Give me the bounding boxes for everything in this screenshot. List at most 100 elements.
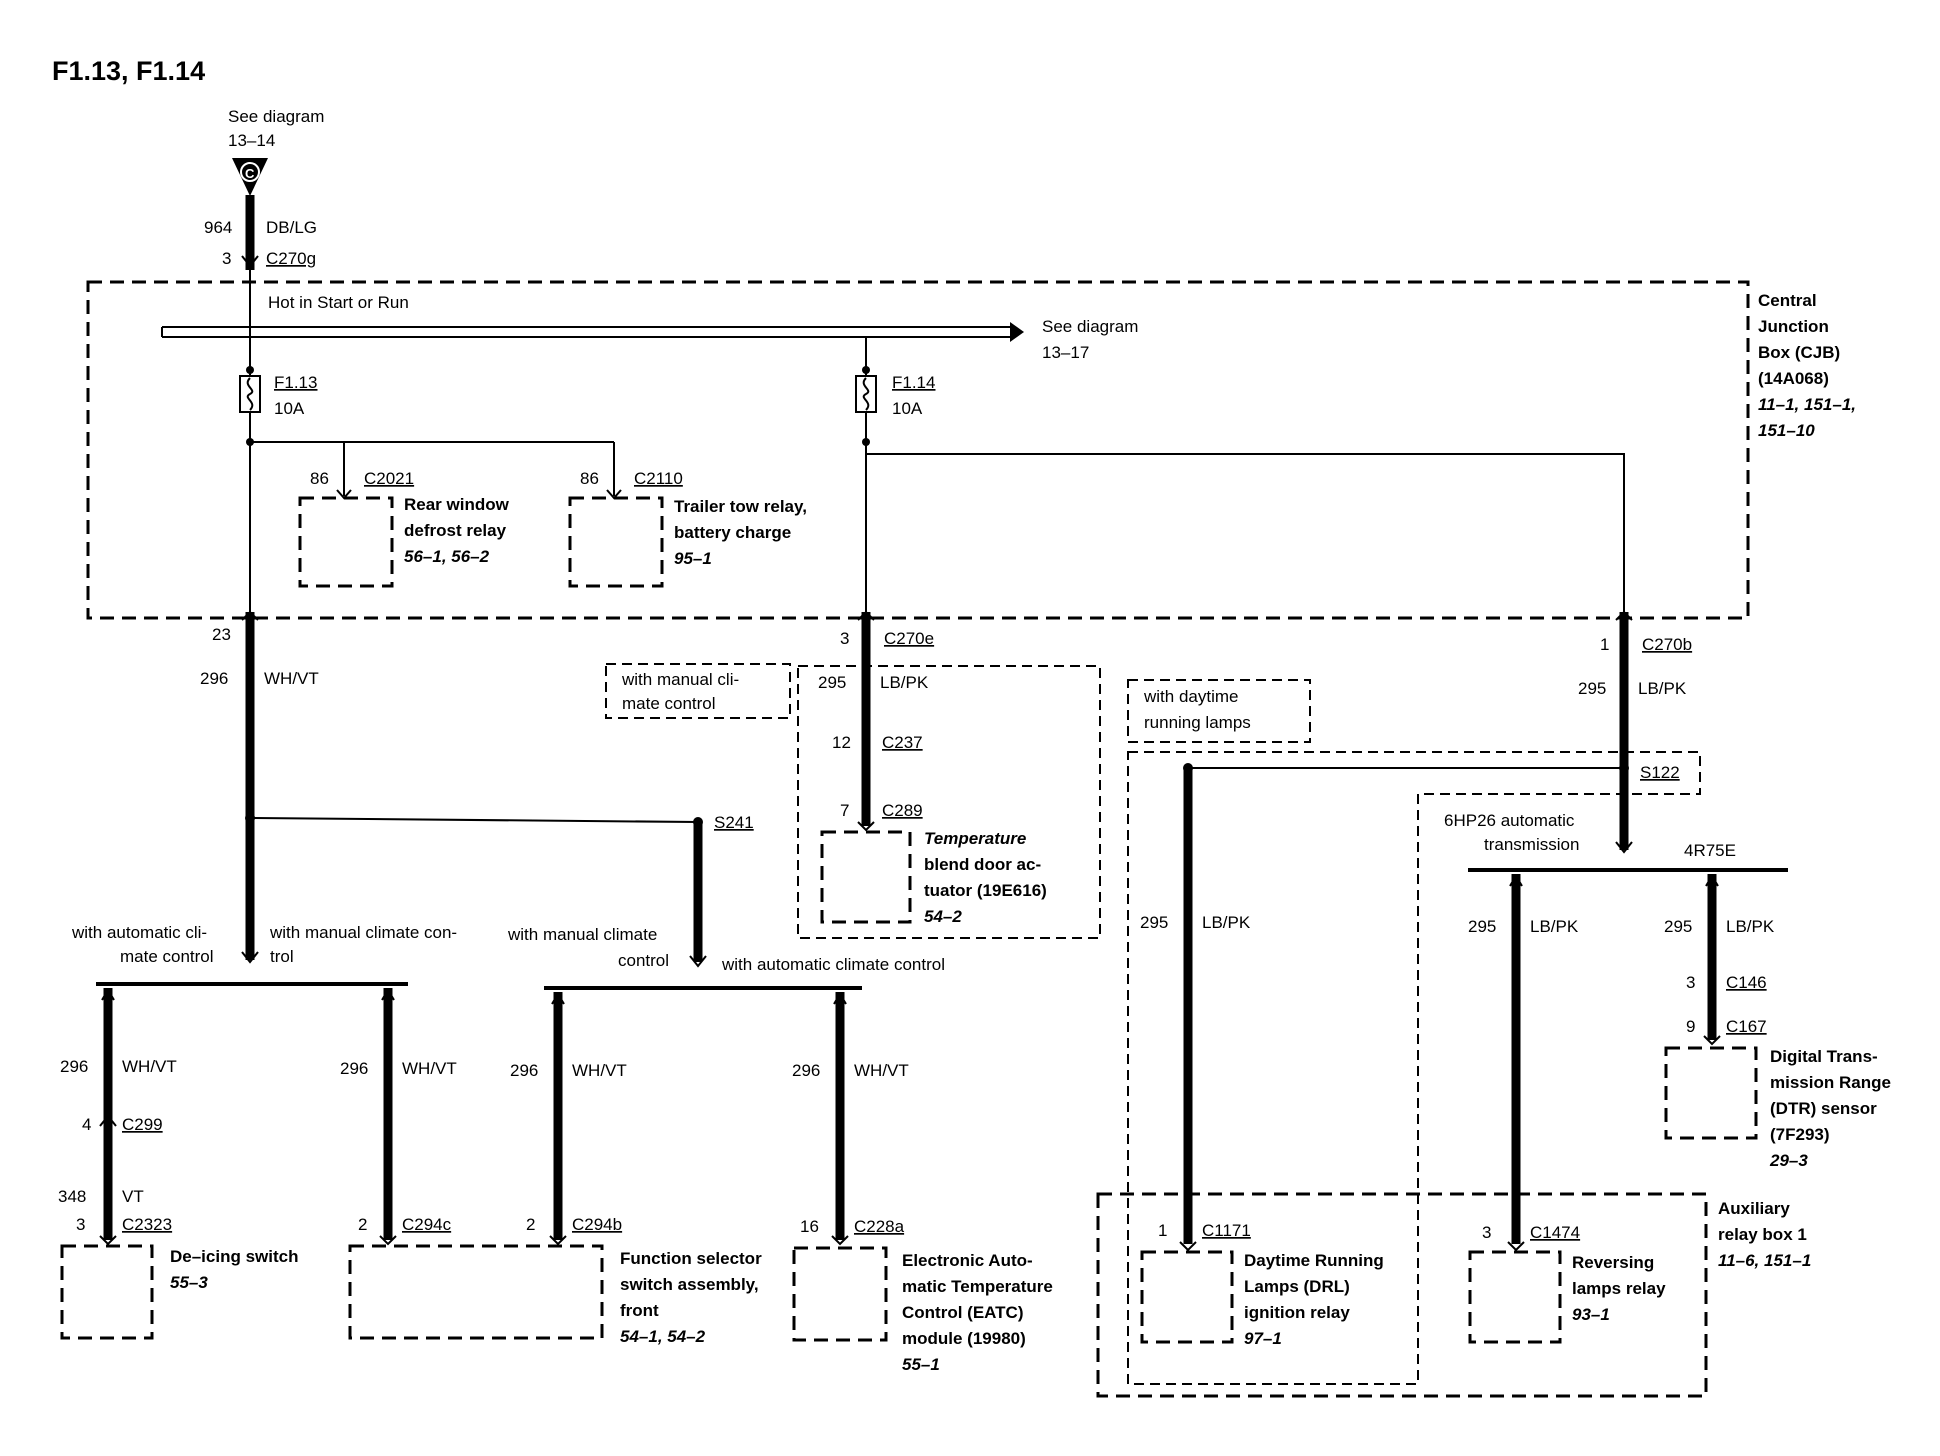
fuse1-id: F1.13 xyxy=(274,373,317,392)
drl-circuit: 295 xyxy=(1140,913,1168,932)
right-pin: 1 xyxy=(1600,635,1609,654)
actuator-name-2: blend door ac- xyxy=(924,855,1041,874)
func-box xyxy=(348,1244,604,1340)
deicing-circuit: 296 xyxy=(60,1057,88,1076)
eatc-ref: 55–1 xyxy=(902,1355,940,1374)
deicing-conn2: C2323 xyxy=(122,1215,172,1234)
split1-right-1: with manual climate con- xyxy=(269,923,457,942)
middle-conn3: C289 xyxy=(882,801,923,820)
c299-symbol xyxy=(99,1114,117,1127)
dtr-name-4: (7F293) xyxy=(1770,1125,1830,1144)
eatc-pin: 16 xyxy=(800,1217,819,1236)
rev-name-1: Reversing xyxy=(1572,1253,1654,1272)
eatc-name-2: matic Temperature xyxy=(902,1277,1053,1296)
cjb-name-3: Box (CJB) xyxy=(1758,343,1840,362)
split2-right: with automatic climate control xyxy=(721,955,945,974)
middle-pin: 3 xyxy=(840,629,849,648)
func-wire1-top-arrow xyxy=(381,988,395,1001)
top-ref-page: 13–14 xyxy=(228,131,275,150)
deicing-circuit2: 348 xyxy=(58,1187,86,1206)
func-wire1-connector: C294c xyxy=(402,1215,452,1234)
dtr-pin2: 9 xyxy=(1686,1017,1695,1036)
func-wire1-color: WH/VT xyxy=(402,1059,457,1078)
deicing-pin1: 4 xyxy=(82,1115,91,1134)
dtr-box xyxy=(1664,1046,1758,1140)
middle-option-1: with manual cli- xyxy=(621,670,739,689)
drl-pin: 1 xyxy=(1158,1221,1167,1240)
connector-c270g-symbol xyxy=(241,255,259,268)
fuse2-rating: 10A xyxy=(892,399,923,418)
left-pin: 23 xyxy=(212,625,231,644)
actuator-name-1: Temperature xyxy=(924,829,1026,848)
fuse1-junction xyxy=(246,366,254,374)
c270e-symbol xyxy=(857,610,875,621)
deicing-conn1: C299 xyxy=(122,1115,163,1134)
aux-name-2: relay box 1 xyxy=(1718,1225,1807,1244)
func-name-3: front xyxy=(620,1301,659,1320)
dtr-name-2: mission Range xyxy=(1770,1073,1891,1092)
split1-left-2: mate control xyxy=(120,947,214,966)
drl-option-box xyxy=(1127,679,1311,743)
trans-6hp-1: 6HP26 automatic xyxy=(1444,811,1575,830)
relay1-name-1: Rear window xyxy=(404,495,510,514)
func-wire2-top-arrow xyxy=(551,992,565,1005)
middle-conn2: C237 xyxy=(882,733,923,752)
cjb-ref-1: 11–1, 151–1, xyxy=(1758,395,1856,414)
left-circuit: 296 xyxy=(200,669,228,688)
dtr-top-arrow xyxy=(1705,874,1719,887)
dtr-conn1: C146 xyxy=(1726,973,1767,992)
input-circuit: 964 xyxy=(204,218,232,237)
eatc-name-3: Control (EATC) xyxy=(902,1303,1024,1322)
manual-climate-region xyxy=(797,665,1101,939)
connector-letter: C xyxy=(245,166,255,181)
eatc-name-1: Electronic Auto- xyxy=(902,1251,1033,1270)
split2-left-1: with manual climate xyxy=(507,925,657,944)
func-wire2-circuit: 296 xyxy=(510,1061,538,1080)
relay2-box xyxy=(568,496,664,588)
rev-top-arrow xyxy=(1509,874,1523,887)
split1-left-1: with automatic cli- xyxy=(71,923,207,942)
bus-bar xyxy=(161,322,1024,342)
drl-relay-box xyxy=(1140,1250,1234,1344)
actuator-box xyxy=(820,830,912,924)
cjb-name-4: (14A068) xyxy=(1758,369,1829,388)
relay2-connector: C2110 xyxy=(634,469,683,488)
deicing-pin2: 3 xyxy=(76,1215,85,1234)
bus-ref-page: 13–17 xyxy=(1042,343,1089,362)
fuse-f114-symbol xyxy=(855,375,877,413)
actuator-ref: 54–2 xyxy=(924,907,962,926)
eatc-name-4: module (19980) xyxy=(902,1329,1026,1348)
relay1-name-2: defrost relay xyxy=(404,521,507,540)
cjb-name-2: Junction xyxy=(1758,317,1829,336)
relay1-pin: 86 xyxy=(310,469,329,488)
drl-color: LB/PK xyxy=(1202,913,1251,932)
drl-ref: 97–1 xyxy=(1244,1329,1282,1348)
split2-arrow xyxy=(689,955,707,968)
deicing-color: WH/VT xyxy=(122,1057,177,1076)
middle-circuit: 295 xyxy=(818,673,846,692)
relay1-box xyxy=(298,496,394,588)
input-pin: 3 xyxy=(222,249,231,268)
trans-4r: 4R75E xyxy=(1684,841,1736,860)
middle-color: LB/PK xyxy=(880,673,929,692)
dtr-name-3: (DTR) sensor xyxy=(1770,1099,1877,1118)
deicing-color2: VT xyxy=(122,1187,144,1206)
deicing-box xyxy=(60,1244,154,1340)
c294b-symbol xyxy=(549,1235,567,1246)
rev-pin: 3 xyxy=(1482,1223,1491,1242)
fuse1-rating: 10A xyxy=(274,399,305,418)
c167-symbol xyxy=(1703,1035,1721,1046)
cjb-name-1: Central xyxy=(1758,291,1817,310)
right-feed-wire xyxy=(866,453,1625,612)
right-circuit: 295 xyxy=(1578,679,1606,698)
func-wire2-pin: 2 xyxy=(526,1215,535,1234)
drl-name-3: ignition relay xyxy=(1244,1303,1350,1322)
manual-climate-option-box xyxy=(605,663,791,719)
c289-symbol xyxy=(857,821,875,832)
dtr-ref: 29–3 xyxy=(1769,1151,1808,1170)
aux-relay-box xyxy=(1096,1192,1708,1398)
deicing-ref: 55–3 xyxy=(170,1273,208,1292)
relay1-connector: C2021 xyxy=(364,469,414,488)
relay2-name-2: battery charge xyxy=(674,523,791,542)
